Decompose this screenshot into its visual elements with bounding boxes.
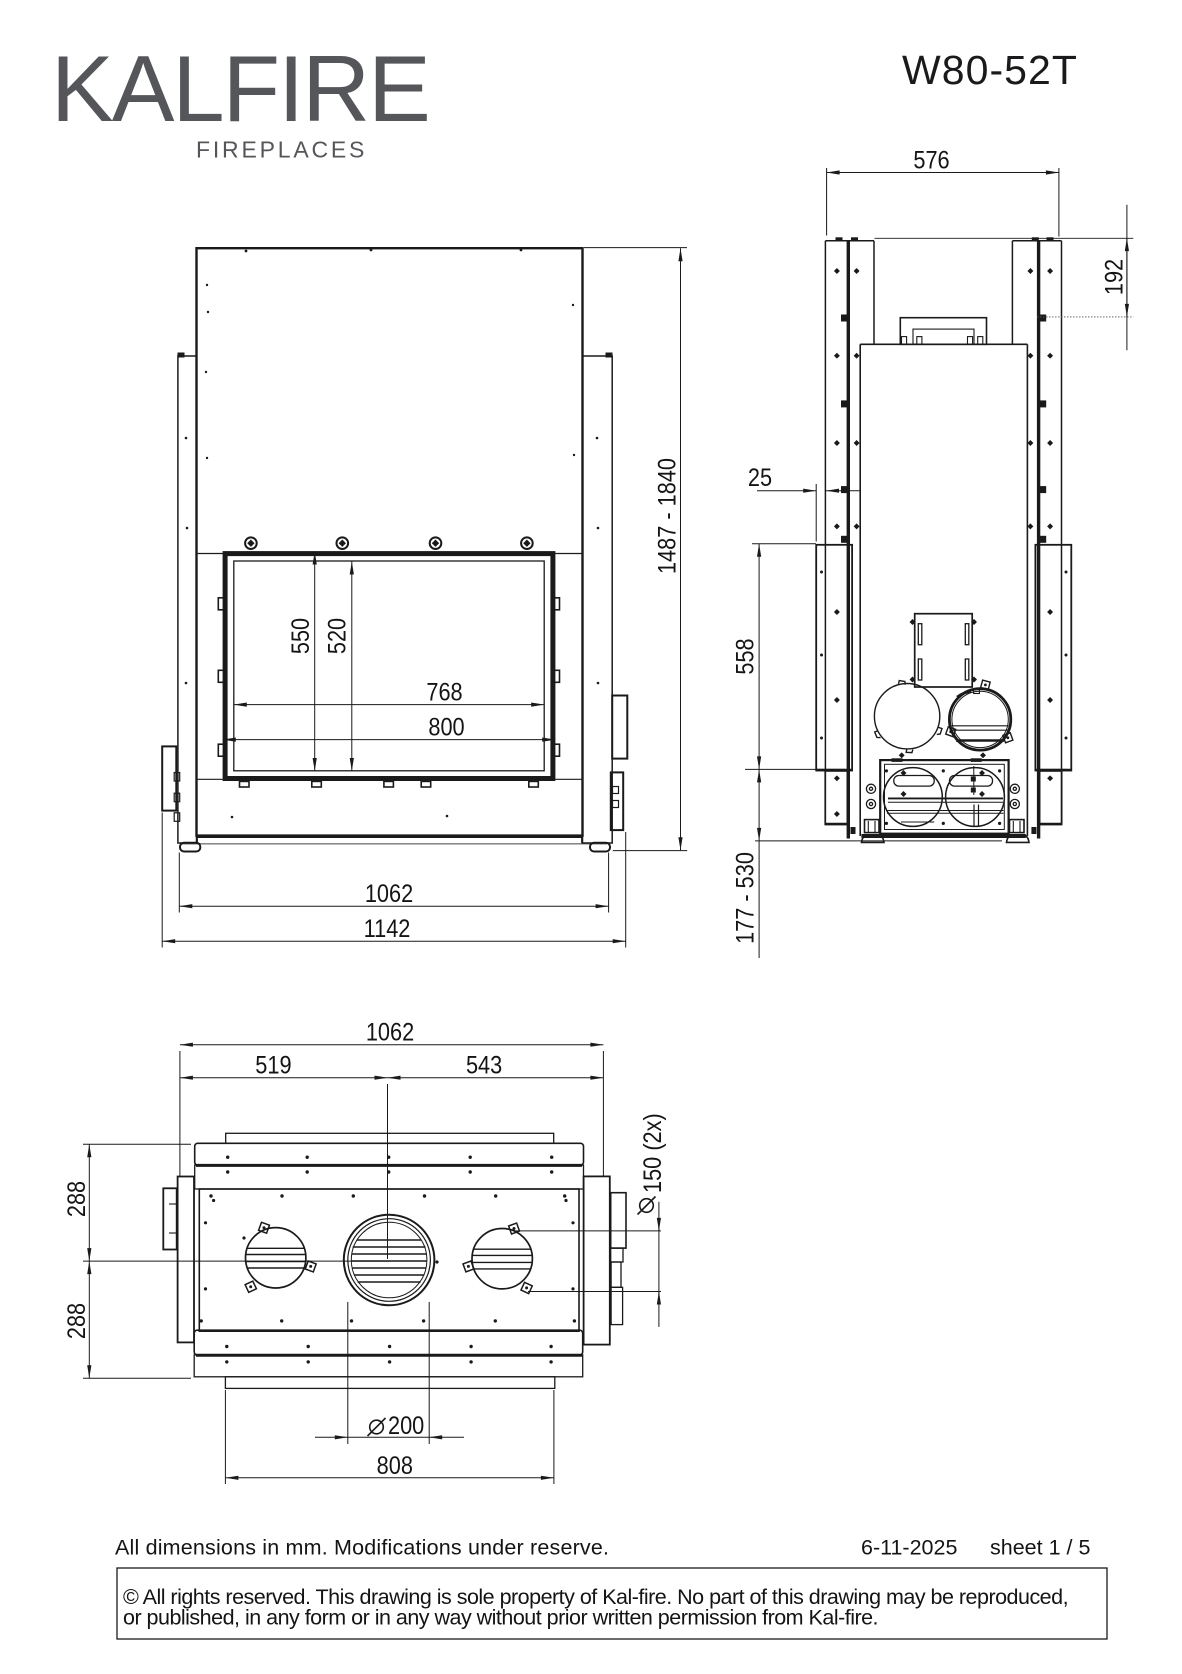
- svg-text:768: 768: [426, 678, 462, 706]
- svg-text:sheet 1 / 5: sheet 1 / 5: [990, 1536, 1090, 1560]
- svg-text:1487 - 1840: 1487 - 1840: [653, 458, 681, 574]
- svg-text:1062: 1062: [365, 880, 413, 908]
- svg-text:558: 558: [731, 638, 759, 674]
- svg-text:FIREPLACES: FIREPLACES: [196, 137, 367, 163]
- svg-text:or published, in any form or i: or published, in any form or in any way …: [123, 1606, 878, 1630]
- svg-text:543: 543: [466, 1051, 502, 1079]
- svg-text:6-11-2025: 6-11-2025: [861, 1536, 957, 1560]
- svg-text:W80-52T: W80-52T: [902, 47, 1078, 93]
- svg-text:520: 520: [323, 618, 351, 654]
- svg-text:All dimensions in mm. Modifica: All dimensions in mm. Modifications unde…: [115, 1536, 609, 1560]
- svg-text:© All rights reserved. This dr: © All rights reserved. This drawing is s…: [123, 1585, 1068, 1609]
- svg-text:192: 192: [1100, 259, 1128, 295]
- svg-text:1062: 1062: [366, 1018, 414, 1046]
- svg-text:1142: 1142: [364, 915, 411, 943]
- svg-text:808: 808: [377, 1451, 413, 1479]
- svg-text:800: 800: [428, 713, 464, 741]
- svg-text:576: 576: [913, 146, 949, 174]
- svg-text:150 (2x): 150 (2x): [639, 1113, 667, 1193]
- svg-text:519: 519: [255, 1051, 291, 1079]
- svg-text:288: 288: [63, 1303, 91, 1339]
- svg-text:200: 200: [388, 1412, 424, 1440]
- svg-text:177 - 530: 177 - 530: [731, 852, 759, 944]
- svg-text:KALFIRE: KALFIRE: [51, 36, 429, 141]
- svg-text:550: 550: [286, 618, 314, 654]
- svg-text:25: 25: [748, 464, 772, 492]
- svg-text:288: 288: [63, 1181, 91, 1217]
